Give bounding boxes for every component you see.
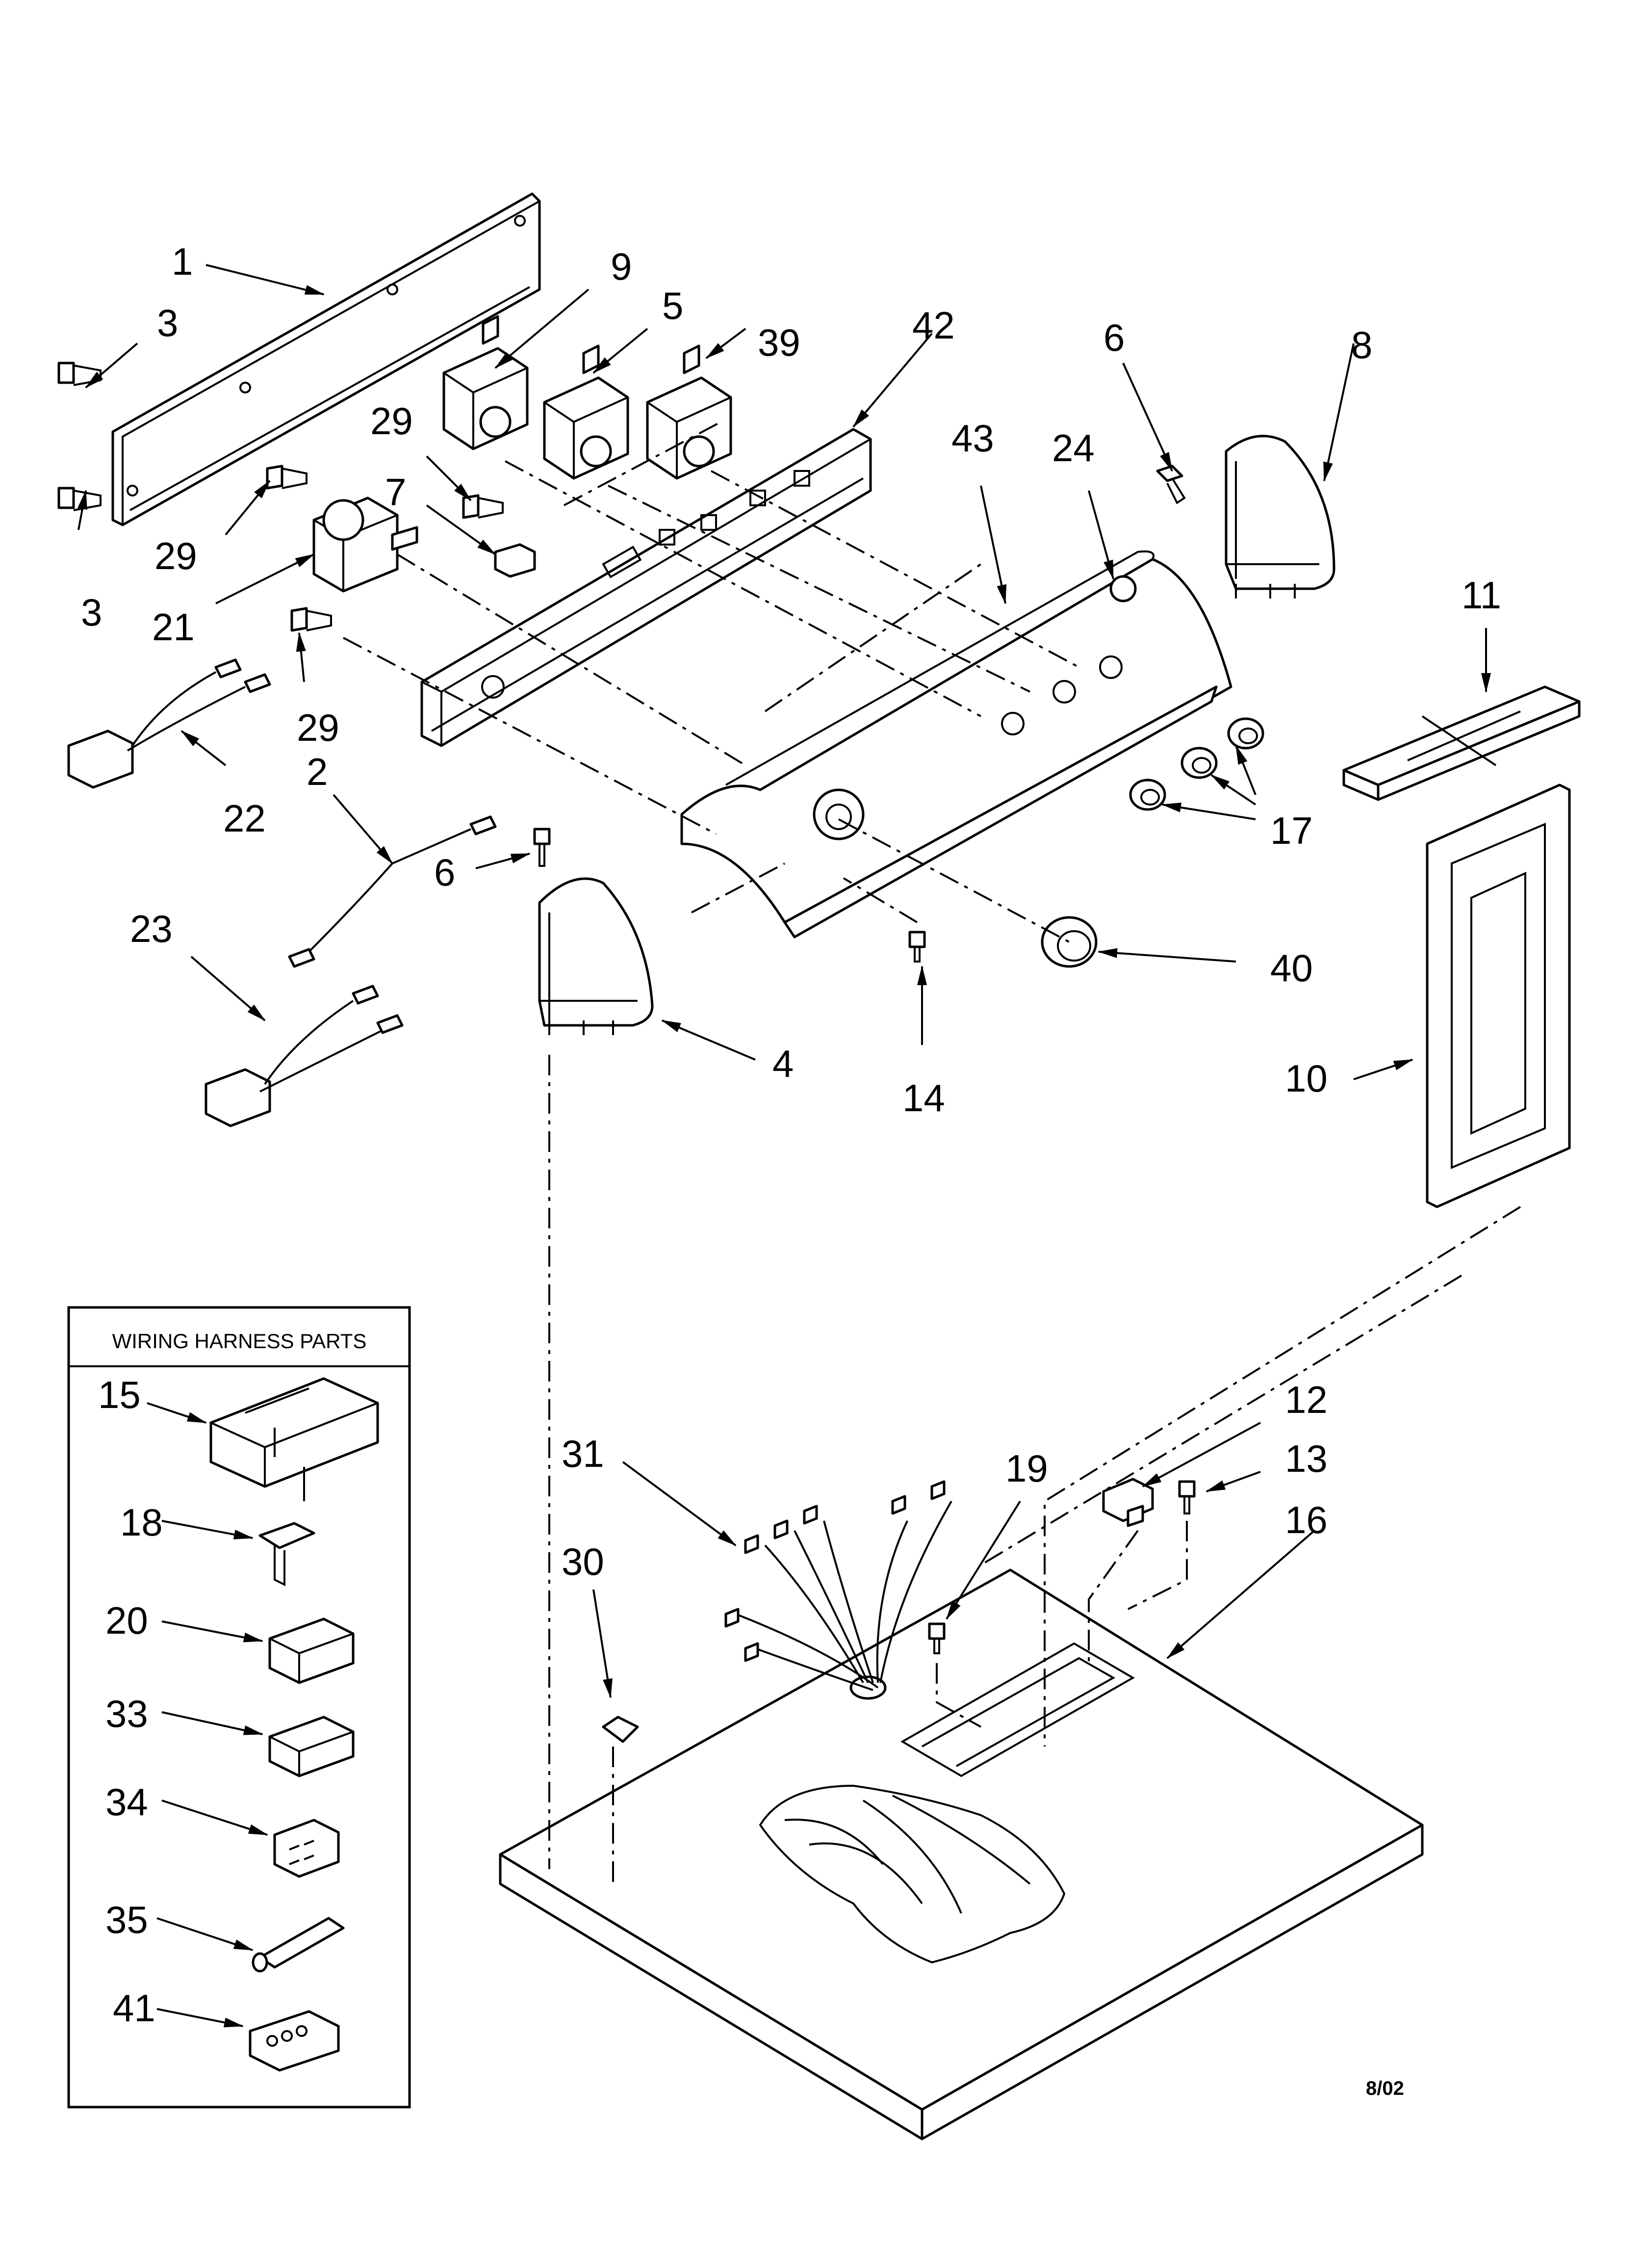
switch-5 (543, 344, 629, 480)
callout-label: 5 (662, 284, 683, 327)
callout-label: 13 (1285, 1437, 1328, 1480)
harness-22 (67, 658, 271, 789)
callout-labels: 1 3 9 5 39 42 6 8 43 24 29 7 3 29 21 29 … (81, 240, 1501, 1583)
inset-item-label: 34 (105, 1780, 148, 1824)
switch-9 (442, 315, 529, 450)
callout-label: 2 (307, 750, 328, 793)
callout-label: 31 (562, 1432, 604, 1475)
callout-label: 7 (385, 470, 406, 514)
timer-21 (312, 496, 418, 593)
inset-item-label: 33 (105, 1692, 148, 1735)
filter-housing-10 (1426, 783, 1571, 1208)
callout-label: 29 (370, 399, 413, 443)
screw-icon (57, 362, 102, 511)
callout-label: 29 (297, 706, 339, 749)
lint-filter-11 (1342, 685, 1581, 801)
callout-label: 11 (1462, 574, 1501, 617)
inset-item-label: 20 (105, 1599, 148, 1642)
console-bracket-42 (420, 428, 872, 747)
inset-title: WIRING HARNESS PARTS (112, 1330, 367, 1353)
callout-label: 43 (951, 417, 994, 460)
callout-label: 6 (1103, 316, 1125, 359)
end-cap-8 (1225, 435, 1335, 599)
switch-39 (646, 344, 732, 480)
callout-label: 29 (154, 534, 197, 577)
callout-label: 8 (1351, 323, 1372, 366)
wiring-harness-inset: WIRING HARNESS PARTS 15 18 20 (67, 1306, 411, 2109)
screw-icon (928, 1480, 1196, 1654)
inset-item-label: 15 (98, 1373, 141, 1416)
callout-label: 6 (434, 851, 455, 894)
callout-label: 39 (758, 321, 800, 364)
callout-label: 12 (1285, 1378, 1328, 1421)
callout-label: 23 (130, 907, 173, 950)
knob-icon (1041, 717, 1264, 968)
callout-label: 16 (1285, 1498, 1328, 1541)
screw-icon (266, 465, 504, 632)
inset-item-label: 18 (120, 1501, 163, 1544)
callout-label: 3 (157, 301, 178, 344)
callout-label: 42 (912, 304, 955, 347)
callout-label: 4 (772, 1042, 794, 1085)
part-1-back-plate (111, 192, 541, 526)
callout-label: 9 (611, 245, 632, 288)
base-wire-harness (759, 1784, 1066, 1964)
part-12-bracket (1102, 1478, 1154, 1527)
callout-label: 10 (1285, 1057, 1328, 1100)
callout-label: 1 (172, 240, 193, 283)
callout-label: 21 (152, 605, 195, 649)
callout-label: 22 (223, 797, 266, 840)
part-7-clip (494, 543, 536, 578)
harness-2 (288, 815, 497, 968)
callout-label: 14 (902, 1076, 945, 1120)
harness-31 (724, 1480, 952, 1700)
callout-label: 40 (1270, 946, 1313, 990)
harness-23 (205, 985, 404, 1127)
callout-label: 24 (1052, 426, 1095, 469)
console-panel-43 (680, 550, 1232, 938)
part-30-clip (602, 1716, 639, 1743)
inset-item-label: 35 (105, 1898, 148, 1941)
end-cap-4 (538, 877, 654, 1035)
date-code: 8/02 (1366, 2078, 1404, 2099)
leader-arrows (77, 264, 1491, 1698)
callout-label: 30 (562, 1540, 604, 1583)
base-top-16 (499, 1568, 1424, 2140)
callout-label: 3 (81, 591, 102, 634)
callout-label: 17 (1270, 809, 1313, 852)
assembly-lines (343, 421, 1521, 1884)
inset-item-label: 41 (113, 1986, 155, 2030)
callout-label: 19 (1005, 1447, 1048, 1490)
